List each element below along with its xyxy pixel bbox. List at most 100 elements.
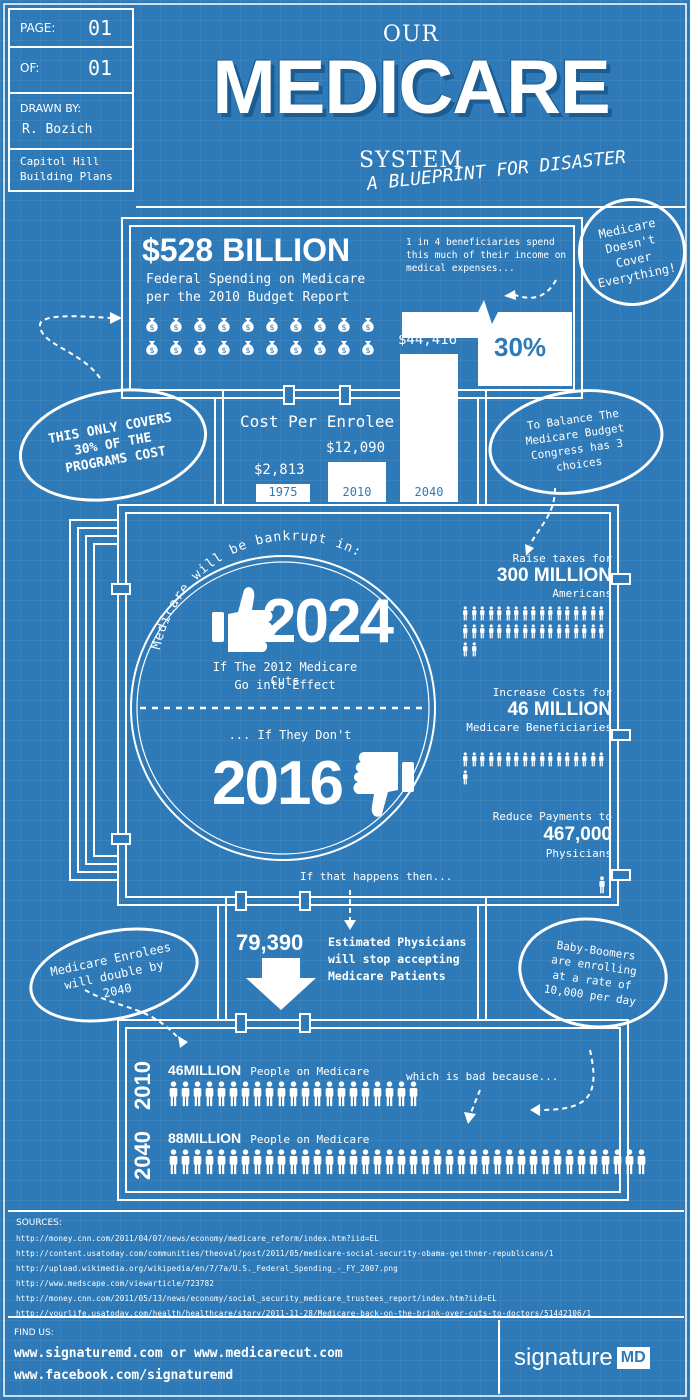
person-icon xyxy=(397,1149,406,1175)
person-icon xyxy=(505,752,510,767)
person-icon xyxy=(471,642,476,657)
person-icon xyxy=(514,752,519,767)
person-icon xyxy=(522,606,527,621)
person-icon xyxy=(265,1149,274,1175)
money-bag-icon: $ xyxy=(290,341,302,355)
person-icon xyxy=(613,1149,622,1175)
person-icon xyxy=(539,752,544,767)
person-icon xyxy=(301,1149,310,1175)
person-icon xyxy=(599,752,604,767)
drawn-label: DRAWN BY: xyxy=(20,102,82,115)
person-icon xyxy=(480,624,485,639)
svg-text:$: $ xyxy=(365,346,370,355)
money-bag-icon: $ xyxy=(362,341,374,355)
person-icon xyxy=(539,624,544,639)
title-block: PAGE: 01 OF: 01 DRAWN BY: R. Bozich Capi… xyxy=(8,8,134,192)
person-icon xyxy=(397,1081,406,1107)
of-value: 01 xyxy=(88,56,113,80)
person-icon xyxy=(582,624,587,639)
cost-bar xyxy=(400,354,458,502)
person-icon xyxy=(169,1149,178,1175)
person-icon xyxy=(625,1149,634,1175)
footer-link-facebook[interactable]: www.facebook.com/signaturemd xyxy=(14,1368,234,1383)
source-link-2[interactable]: http://content.usatoday.com/communities/… xyxy=(16,1249,554,1258)
person-icon xyxy=(181,1149,190,1175)
person-icon xyxy=(205,1081,214,1107)
person-icon xyxy=(463,624,468,639)
person-icon xyxy=(253,1081,262,1107)
source-link-5[interactable]: http://money.cnn.com/2011/05/13/news/eco… xyxy=(16,1294,497,1303)
physicians-value: 79,390 xyxy=(236,930,304,955)
cost-bar-year: 1975 xyxy=(268,485,298,499)
svg-text:$: $ xyxy=(317,323,322,332)
person-icon xyxy=(337,1081,346,1107)
page-label: PAGE: xyxy=(20,21,56,35)
source-link-1[interactable]: http://money.cnn.com/2011/04/07/news/eco… xyxy=(16,1234,380,1243)
person-icon xyxy=(522,624,527,639)
sources-label: SOURCES: xyxy=(16,1218,62,1228)
choice-2: Increase Costs for 46 MILLION Medicare B… xyxy=(466,686,612,734)
person-icon xyxy=(589,1149,598,1175)
svg-text:$: $ xyxy=(173,323,178,332)
person-icon xyxy=(193,1149,202,1175)
person-icon xyxy=(301,1081,310,1107)
sources: SOURCES: http://money.cnn.com/2011/04/07… xyxy=(8,1210,684,1318)
person-icon xyxy=(361,1149,370,1175)
person-icon xyxy=(565,1149,574,1175)
person-icon xyxy=(480,606,485,621)
person-icon xyxy=(497,606,502,621)
person-icon xyxy=(463,642,468,657)
person-icon xyxy=(556,752,561,767)
person-icon xyxy=(531,624,536,639)
footer-link-sites[interactable]: www.signaturemd.com or www.medicarecut.c… xyxy=(14,1346,343,1361)
svg-text:$: $ xyxy=(197,346,202,355)
plan-label: Capitol Hill Building Plans xyxy=(20,155,113,183)
person-icon xyxy=(289,1149,298,1175)
money-bag-icon: $ xyxy=(338,318,350,332)
person-icon xyxy=(590,606,595,621)
find-label: FIND US: xyxy=(14,1328,54,1338)
person-icon xyxy=(217,1149,226,1175)
income-value: 30% xyxy=(494,332,547,362)
source-link-3[interactable]: http://upload.wikimedia.org/wikipedia/en… xyxy=(16,1264,398,1273)
svg-text:$: $ xyxy=(269,346,274,355)
person-icon xyxy=(599,876,605,894)
person-icon xyxy=(385,1149,394,1175)
money-bag-icon: $ xyxy=(266,318,278,332)
person-icon xyxy=(241,1081,250,1107)
cost-bar xyxy=(328,461,386,502)
svg-text:$: $ xyxy=(341,346,346,355)
person-icon xyxy=(548,606,553,621)
svg-text:$: $ xyxy=(317,346,322,355)
person-icon xyxy=(373,1149,382,1175)
bankrupt-year2: 2016 xyxy=(212,749,344,818)
person-icon xyxy=(590,624,595,639)
person-icon xyxy=(463,606,468,621)
person-icon xyxy=(265,1081,274,1107)
physicians-text: Estimated Physicians will stop accepting… xyxy=(328,935,467,983)
svg-text:$: $ xyxy=(341,323,346,332)
people-row-2010 xyxy=(168,1080,419,1108)
money-bag-icon: $ xyxy=(242,341,254,355)
svg-text:$: $ xyxy=(245,323,250,332)
svg-text:$: $ xyxy=(293,323,298,332)
person-icon xyxy=(573,752,578,767)
person-icon xyxy=(548,752,553,767)
person-icon xyxy=(548,624,553,639)
people-group-2 xyxy=(462,752,612,785)
person-icon xyxy=(577,1149,586,1175)
person-icon xyxy=(556,606,561,621)
person-icon xyxy=(573,624,578,639)
source-link-6[interactable]: http://yourlife.usatoday.com/health/heal… xyxy=(16,1309,592,1318)
source-link-4[interactable]: http://www.medscape.com/viewarticle/7237… xyxy=(16,1279,215,1288)
cost-bar-year: 2010 xyxy=(342,485,372,499)
footer: FIND US: www.signaturemd.com or www.medi… xyxy=(8,1320,684,1394)
svg-text:$: $ xyxy=(221,323,226,332)
money-bags: $$$$$$$$$$$$$$$$$$$$ xyxy=(142,314,382,357)
person-icon xyxy=(349,1149,358,1175)
person-icon xyxy=(193,1081,202,1107)
person-icon xyxy=(505,606,510,621)
cost-title: Cost Per Enrolee xyxy=(240,412,395,431)
